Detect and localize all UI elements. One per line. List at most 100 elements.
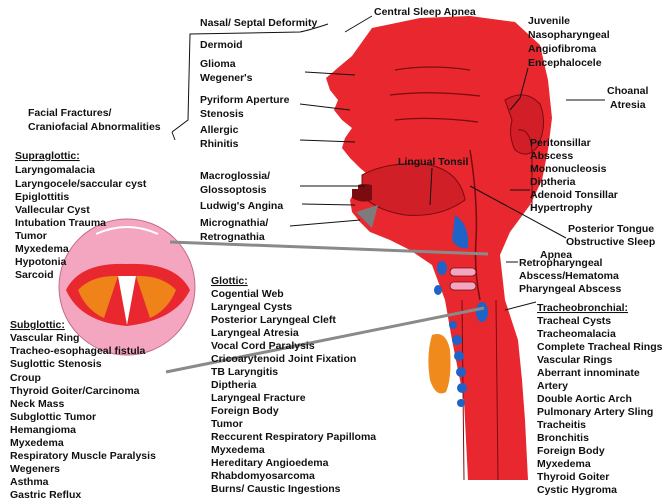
subglottic-item: Vascular Ring [10,332,79,344]
glottic-item: Vocal Cord Paralysis [211,340,315,352]
tonsil-item: Abscess [530,150,573,162]
glottic-item: Cricoarytenoid Joint Fixation [211,353,356,365]
subglottic-item: Myxedema [10,437,64,449]
supraglottic-item: Epiglottitis [15,191,69,203]
tracheobronchial-item: Tracheomalacia [537,328,616,340]
label-central-sleep-apnea: Central Sleep Apnea [374,6,476,18]
glottic-item: Rhabdomyosarcoma [211,470,315,482]
subglottic-item: Tracheo-esophageal fistula [10,345,146,357]
subglottic-item: Gastric Reflux [10,489,81,501]
label-macroglossia-2: Glossoptosis [200,184,267,196]
label-choanal-1: Choanal [607,85,649,97]
label-facial-1: Facial Fractures/ [28,107,112,119]
tracheobronchial-item: Vascular Rings [537,354,612,366]
label-juvenile-3: Angiofibroma [528,43,596,55]
tracheobronchial-item: Bronchitis [537,432,589,444]
glottic-list: Glottic: Cogential Web Laryngeal Cysts P… [211,275,376,495]
glottic-item: Myxedema [211,444,265,456]
label-glioma: Glioma [200,58,236,70]
larynx-slit-1 [450,268,476,276]
leader-tracheo [505,302,536,310]
label-juvenile-2: Nasopharyngeal [528,29,610,41]
tracheobronchial-item: Aberrant innominate [537,367,640,379]
subglottic-item: Asthma [10,476,49,488]
tonsil-list: Peritonsillar Abscess Mononucleosis Dipt… [530,137,618,214]
glottic-item: Reccurent Respiratory Papilloma [211,431,376,443]
tonsil-item: Hypertrophy [530,202,593,214]
retropharyngeal-item: Abscess/Hematoma [519,270,619,282]
supraglottic-item: Tumor [15,230,47,242]
label-ludwigs: Ludwig's Angina [200,200,283,212]
glottic-item: Foreign Body [211,405,279,417]
retropharyngeal-item: Pharyngeal Abscess [519,283,621,295]
supraglottic-item: Hypotonia [15,256,66,268]
tonsil-item: Peritonsillar [530,137,591,149]
subglottic-item: Suglottic Stenosis [10,358,102,370]
subglottic-item: Subglottic Tumor [10,411,96,423]
supraglottic-item: Sarcoid [15,269,54,281]
tracheobronchial-item: Complete Tracheal Rings [537,341,663,353]
glottic-item: Laryngeal Atresia [211,327,299,339]
supraglottic-item: Laryngocele/saccular cyst [15,178,147,190]
label-dermoid: Dermoid [200,39,243,51]
glottic-item: Hereditary Angioedema [211,457,329,469]
thyroid [428,334,450,394]
tracheobronchial-item: Cystic Hygroma [537,484,617,496]
subglottic-item: Croup [10,372,41,384]
label-micrognathia-2: Retrognathia [200,231,265,243]
tracheobronchial-item: Artery [537,380,568,392]
tracheobronchial-item: Tracheal Cysts [537,315,611,327]
subglottic-header: Subglottic: [10,319,65,331]
subglottic-item: Neck Mass [10,398,64,410]
tracheobronchial-item: Myxedema [537,458,591,470]
leader-ludwigs [302,204,355,205]
label-choanal-2: Atresia [610,99,646,111]
posterior-tongue-labels: Posterior Tongue Obstructive Sleep Apnea [540,223,655,261]
glottic-item: Posterior Laryngeal Cleft [211,314,336,326]
tracheobronchial-item: Thyroid Goiter [537,471,609,483]
glottic-item: Tumor [211,418,243,430]
label-pyriform-2: Stenosis [200,108,244,120]
leader-micrognathia [290,220,360,226]
tracheobronchial-item: Tracheitis [537,419,586,431]
posterior-tongue-item: Obstructive Sleep [566,236,655,248]
supraglottic-item: Intubation Trauma [15,217,106,229]
subglottic-item: Respiratory Muscle Paralysis [10,450,156,462]
retropharyngeal-labels: Retropharyngeal Abscess/Hematoma Pharyng… [519,257,621,295]
tonsil-item: Diptheria [530,176,576,188]
subglottic-item: Thyroid Goiter/Carcinoma [10,385,140,397]
subglottic-item: Hemangioma [10,424,76,436]
leader-facial [172,132,175,140]
label-wegeners: Wegener's [200,72,253,84]
label-lingual-tonsil: Lingual Tonsil [398,156,468,168]
glottic-item: Cogential Web [211,288,284,300]
tracheobronchial-item: Double Aortic Arch [537,393,632,405]
glottic-item: Burns/ Caustic Ingestions [211,483,341,495]
label-macroglossia-1: Macroglossia/ [200,170,270,182]
tracheobronchial-header: Tracheobronchial: [537,302,628,314]
label-allergic-2: Rhinitis [200,138,239,150]
supraglottic-item: Myxedema [15,243,69,255]
glottic-item: Diptheria [211,379,257,391]
label-micrognathia-1: Micrognathia/ [200,217,268,229]
tonsil-item: Mononucleosis [530,163,607,175]
retropharyngeal-item: Retropharyngeal [519,257,603,269]
label-nasal-septal: Nasal/ Septal Deformity [200,17,317,29]
glottic-header: Glottic: [211,275,248,287]
tracheobronchial-item: Pulmonary Artery Sling [537,406,653,418]
supraglottic-header: Supraglottic: [15,150,80,162]
label-facial-2: Craniofacial Abnormalities [28,121,161,133]
glottic-item: TB Laryngitis [211,366,278,378]
label-allergic-1: Allergic [200,124,239,136]
leader-central-apnea [345,16,372,32]
label-pyriform-1: Pyriform Aperture [200,94,290,106]
subglottic-list: Subglottic: Vascular Ring Tracheo-esopha… [10,319,156,501]
supraglottic-item: Laryngomalacia [15,164,95,176]
tonsil-item: Adenoid Tonsillar [530,189,618,201]
tracheobronchial-list: Tracheobronchial: Tracheal Cysts Tracheo… [537,302,663,496]
supraglottic-item: Vallecular Cyst [15,204,90,216]
label-juvenile-4: Encephalocele [528,57,602,69]
glottic-item: Laryngeal Fracture [211,392,306,404]
